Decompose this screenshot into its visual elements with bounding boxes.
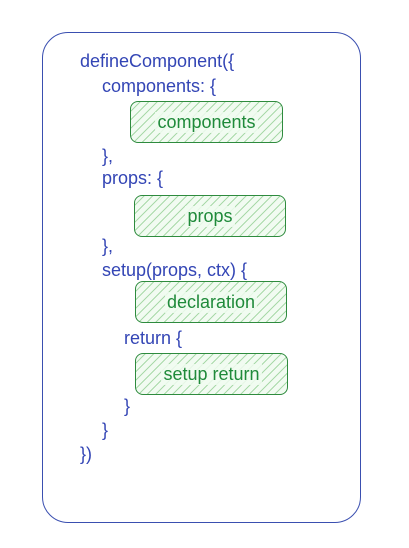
return-open-line: return { (124, 328, 183, 348)
props-open-line: props: { (102, 168, 164, 188)
setup-return-box: setup return (135, 353, 288, 395)
components-close-line: }, (102, 146, 114, 166)
define-component-line: defineComponent({ (80, 51, 235, 71)
setup-return-box-label: setup return (161, 363, 262, 385)
return-close-line: } (124, 396, 131, 416)
setup-close-line: } (102, 420, 109, 440)
components-box-label: components (155, 111, 258, 133)
props-box-label: props (185, 205, 235, 227)
declaration-box-label: declaration (164, 291, 258, 313)
declaration-box: declaration (135, 281, 287, 323)
components-open-line: components: { (102, 76, 217, 96)
setup-open-line: setup(props, ctx) { (102, 260, 248, 280)
props-box: props (134, 195, 286, 237)
components-box: components (130, 101, 283, 143)
define-close-line: }) (80, 444, 93, 464)
props-close-line: }, (102, 236, 114, 256)
diagram-frame (42, 32, 361, 523)
